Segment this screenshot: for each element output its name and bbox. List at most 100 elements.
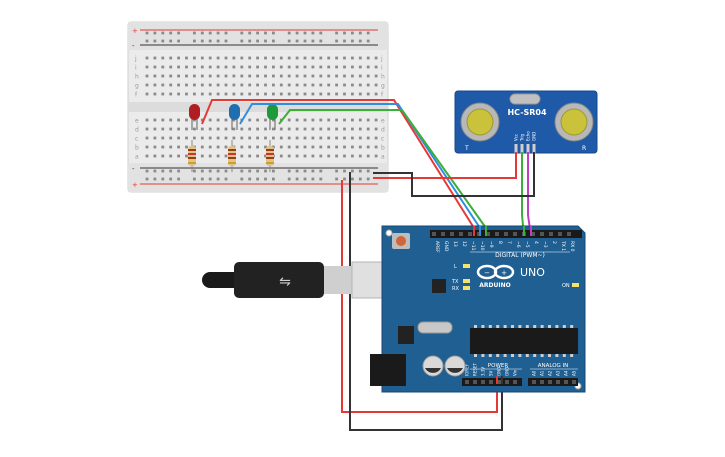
rail-hole bbox=[319, 31, 323, 35]
breadboard-hole bbox=[169, 92, 173, 96]
breadboard-hole bbox=[374, 145, 378, 149]
breadboard-hole bbox=[248, 145, 252, 149]
breadboard-hole bbox=[177, 56, 180, 60]
breadboard-hole bbox=[335, 154, 338, 158]
breadboard-hole bbox=[335, 83, 338, 87]
breadboard-hole bbox=[311, 74, 315, 78]
breadboard-hole bbox=[240, 92, 244, 96]
usb-icon: ⇋ bbox=[279, 274, 291, 290]
breadboard-hole bbox=[232, 136, 236, 140]
breadboard-hole bbox=[208, 118, 212, 122]
breadboard-hole bbox=[295, 83, 299, 87]
wire-5v-rail[interactable] bbox=[341, 180, 498, 413]
chip-pin bbox=[555, 325, 559, 328]
header-socket bbox=[468, 232, 472, 236]
header-socket bbox=[481, 380, 485, 384]
led-green[interactable] bbox=[267, 104, 278, 130]
breadboard-hole bbox=[327, 154, 331, 158]
resistor-3[interactable] bbox=[266, 140, 274, 172]
breadboard-hole bbox=[208, 74, 212, 78]
breadboard-hole bbox=[311, 145, 315, 149]
breadboard-hole bbox=[374, 136, 378, 140]
breadboard-hole bbox=[319, 65, 323, 69]
header-socket bbox=[558, 232, 562, 236]
rail-hole bbox=[303, 177, 307, 181]
breadboard-hole bbox=[153, 56, 157, 60]
breadboard-hole bbox=[161, 154, 165, 158]
breadboard-hole bbox=[327, 83, 331, 87]
rail-plus-label-bottom: + bbox=[132, 181, 138, 189]
row-letter: b bbox=[135, 145, 139, 152]
breadboard-hole bbox=[153, 92, 157, 96]
reset-button-cap bbox=[396, 236, 406, 246]
resistor-1[interactable] bbox=[188, 140, 196, 172]
row-letter: h bbox=[135, 74, 139, 81]
breadboard-hole bbox=[264, 56, 267, 60]
wire-gnd-rail[interactable] bbox=[349, 172, 503, 431]
breadboard-hole bbox=[193, 65, 196, 69]
rail-hole bbox=[193, 39, 196, 43]
breadboard-hole bbox=[327, 65, 331, 69]
breadboard-hole bbox=[264, 92, 267, 96]
dc-power-jack[interactable] bbox=[370, 354, 406, 386]
breadboard-hole bbox=[224, 65, 228, 69]
breadboard-hole bbox=[153, 65, 157, 69]
breadboard-hole bbox=[287, 92, 291, 96]
breadboard-hole bbox=[366, 154, 370, 158]
row-letter: e bbox=[135, 118, 139, 125]
breadboard-hole bbox=[208, 83, 212, 87]
crystal-oscillator bbox=[417, 321, 453, 334]
resistor-2[interactable] bbox=[228, 140, 236, 172]
rail-hole bbox=[311, 39, 315, 43]
breadboard-hole bbox=[343, 74, 346, 78]
breadboard-hole bbox=[216, 65, 220, 69]
breadboard-hole bbox=[358, 92, 362, 96]
row-letter: j bbox=[134, 56, 137, 63]
rail-hole bbox=[161, 31, 165, 35]
chip-pin bbox=[548, 325, 551, 328]
resistor-band bbox=[228, 162, 236, 164]
digital-pin-label: AREF bbox=[434, 241, 440, 253]
led-red[interactable] bbox=[189, 104, 200, 130]
wire-sensor-gnd[interactable] bbox=[373, 152, 535, 197]
power-pin-label: 5V bbox=[489, 370, 494, 376]
breadboard-hole bbox=[335, 118, 338, 122]
led-blue[interactable] bbox=[229, 104, 240, 130]
capacitor-icon bbox=[444, 355, 466, 377]
wire-sensor-vcc[interactable] bbox=[373, 152, 517, 179]
capacitor-stripe bbox=[425, 368, 441, 373]
breadboard-hole bbox=[216, 136, 220, 140]
breadboard-hole bbox=[216, 83, 220, 87]
wire-sensor-echo[interactable] bbox=[527, 152, 532, 237]
breadboard-hole bbox=[161, 65, 165, 69]
breadboard-hole bbox=[303, 127, 307, 131]
breadboard-hole bbox=[303, 118, 307, 122]
breadboard-hole bbox=[319, 145, 323, 149]
breadboard-hole bbox=[272, 92, 275, 96]
breadboard-hole bbox=[145, 136, 149, 140]
usb-cable[interactable]: ⇋ bbox=[202, 261, 413, 299]
rail-hole bbox=[295, 169, 299, 173]
header-socket bbox=[497, 380, 501, 384]
breadboard-hole bbox=[287, 74, 291, 78]
row-letter: i bbox=[135, 65, 137, 72]
breadboard-hole bbox=[161, 83, 165, 87]
rail-hole bbox=[264, 177, 267, 181]
breadboard-hole bbox=[366, 65, 370, 69]
resistor-band bbox=[188, 149, 196, 151]
usb-plug-body bbox=[234, 262, 324, 298]
chip-pin bbox=[503, 354, 507, 357]
breadboard-hole bbox=[311, 154, 315, 158]
sensor-pin-label: Vcc bbox=[514, 134, 519, 141]
digital-label: DIGITAL (PWM~) bbox=[495, 252, 545, 259]
breadboard-hole bbox=[343, 154, 346, 158]
wire-sensor-trig[interactable] bbox=[521, 152, 525, 237]
breadboard-hole bbox=[193, 83, 196, 87]
breadboard-hole bbox=[256, 74, 259, 78]
breadboard-hole bbox=[177, 136, 180, 140]
rail-hole bbox=[193, 31, 196, 35]
